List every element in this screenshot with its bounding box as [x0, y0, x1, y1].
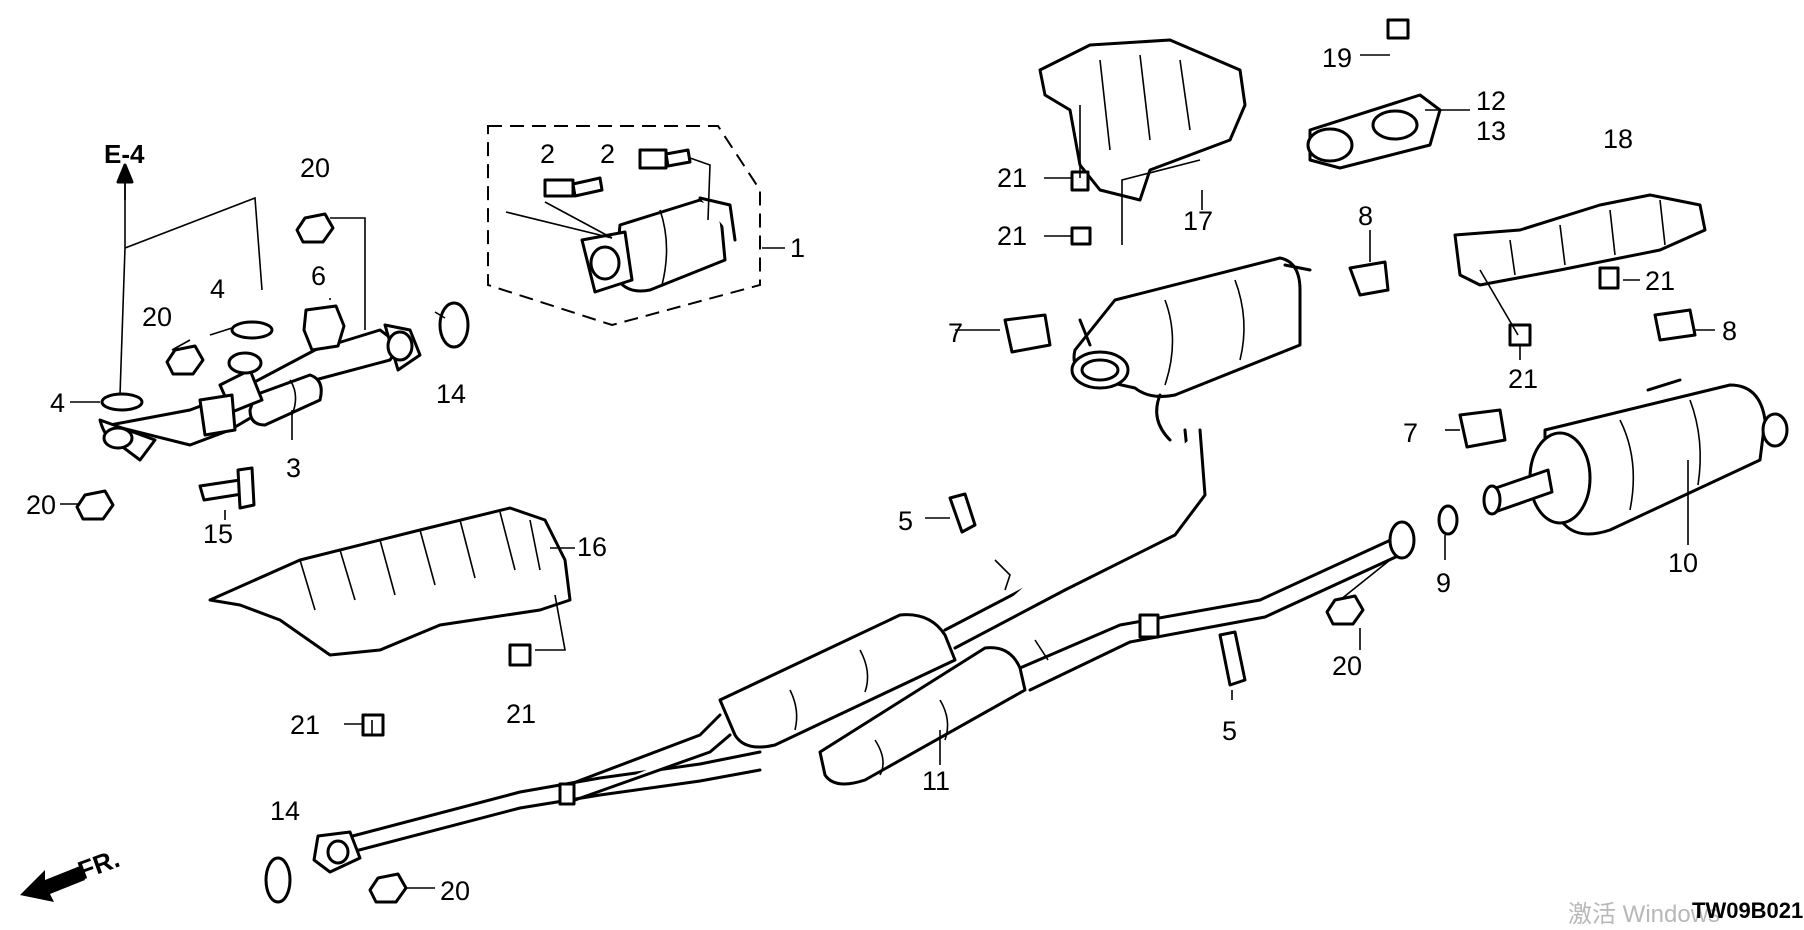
front-arrow-icon: [20, 866, 85, 902]
callout-4[interactable]: 4: [210, 274, 225, 304]
heat-shield-18: [1453, 193, 1707, 287]
callout-10[interactable]: 10: [1668, 548, 1698, 578]
callout-17[interactable]: 17: [1183, 206, 1213, 236]
callout-14[interactable]: 14: [270, 796, 300, 826]
heat-shield-17: [1038, 38, 1247, 202]
gasket-4-upper: [230, 320, 274, 340]
callout-21[interactable]: 21: [997, 221, 1027, 251]
callout-21[interactable]: 21: [506, 699, 536, 729]
callout-7[interactable]: 7: [948, 318, 963, 348]
leader-lines: [60, 54, 1715, 889]
heat-shield-16: [208, 506, 572, 657]
hangers: [948, 260, 1697, 687]
callout-5[interactable]: 5: [898, 506, 913, 536]
catalytic-converter-group: [487, 125, 785, 327]
callout-19[interactable]: 19: [1322, 43, 1352, 73]
gasket-9: [1437, 504, 1459, 536]
bracket-6: [302, 304, 346, 352]
gasket-14-lower: [264, 856, 292, 904]
callout-7[interactable]: 7: [1403, 418, 1418, 448]
rear-muffler: [1482, 378, 1789, 536]
callout-18[interactable]: 18: [1603, 124, 1633, 154]
upper-muffler: [1070, 256, 1312, 442]
callout-11[interactable]: 11: [922, 766, 950, 796]
front-marker: FR.: [74, 843, 124, 886]
e4-reference-arrow: [116, 163, 134, 200]
callout-21[interactable]: 21: [290, 710, 320, 740]
callout-3[interactable]: 3: [286, 453, 301, 483]
diagram-code: TW09B0210: [1692, 898, 1804, 923]
front-y-pipe: [98, 323, 422, 462]
callout-21[interactable]: 21: [1645, 266, 1675, 296]
callout-13[interactable]: 13: [1476, 116, 1506, 146]
callout-12[interactable]: 12: [1476, 86, 1506, 116]
callout-20[interactable]: 20: [300, 153, 330, 183]
callout-6[interactable]: 6: [311, 261, 326, 291]
callout-2[interactable]: 2: [600, 139, 615, 169]
callout-20[interactable]: 20: [142, 302, 172, 332]
callout-1[interactable]: 1: [790, 233, 805, 263]
center-pipe-assembly: [312, 428, 1416, 874]
callout-16[interactable]: 16: [577, 532, 607, 562]
sensor-15: [198, 466, 256, 510]
callout-4[interactable]: 4: [50, 388, 65, 418]
callout-2[interactable]: 2: [540, 139, 555, 169]
callout-21[interactable]: 21: [1508, 364, 1538, 394]
callout-8[interactable]: 8: [1358, 201, 1373, 231]
bolts-21: [361, 18, 1620, 737]
callout-14[interactable]: 14: [436, 379, 466, 409]
callout-21[interactable]: 21: [997, 163, 1027, 193]
callout-8[interactable]: 8: [1722, 316, 1737, 346]
gasket-4-lower: [100, 392, 144, 412]
callout-9[interactable]: 9: [1436, 568, 1451, 598]
section-reference[interactable]: E-4: [104, 139, 145, 169]
callout-20[interactable]: 20: [440, 876, 470, 906]
activation-watermark: 激活 Windows: [1568, 901, 1720, 928]
callout-20[interactable]: 20: [26, 490, 56, 520]
exhaust-finisher: [1306, 93, 1442, 170]
callout-20[interactable]: 20: [1332, 651, 1362, 681]
callout-15[interactable]: 15: [203, 519, 233, 549]
nut-20-group: [75, 212, 1365, 904]
gasket-14-upper: [438, 301, 470, 349]
callout-5[interactable]: 5: [1222, 716, 1237, 746]
